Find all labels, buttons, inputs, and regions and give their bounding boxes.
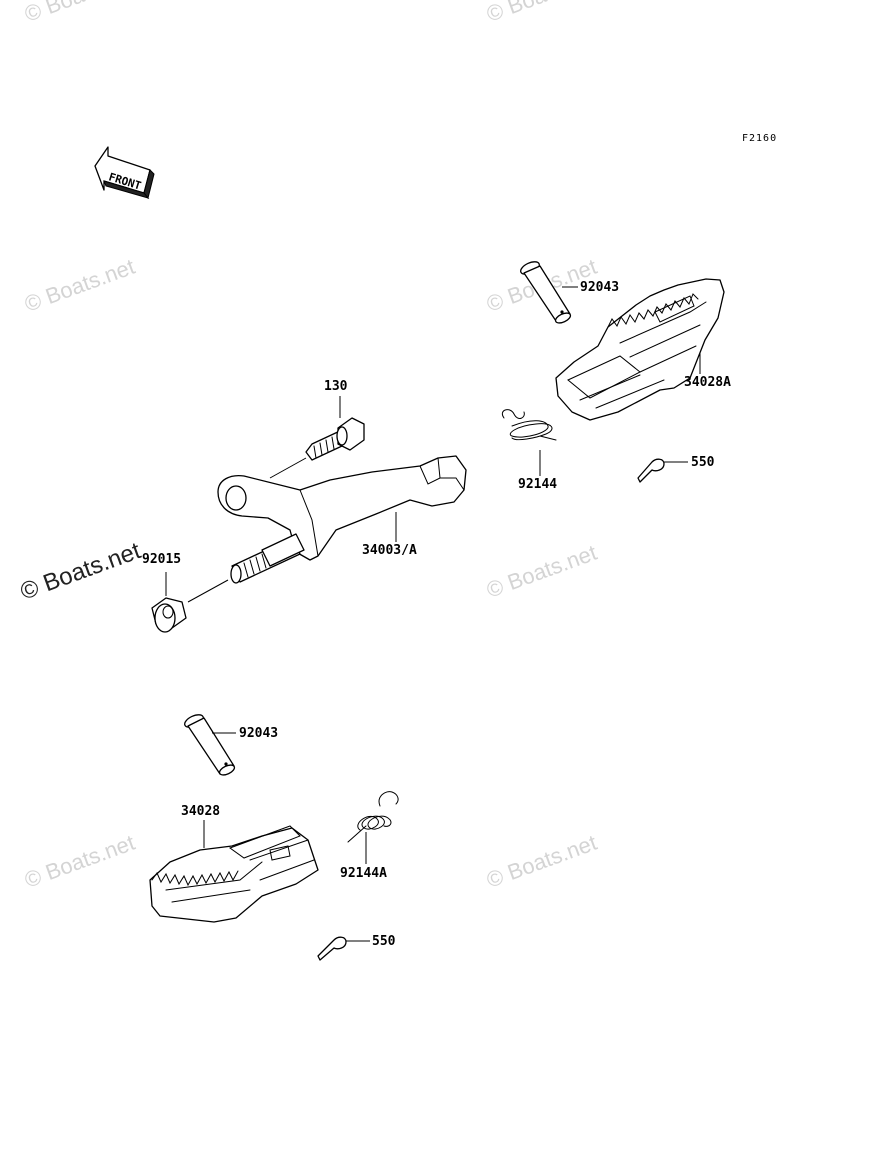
clevis-pin-right: [520, 261, 572, 324]
flange-bolt: [305, 417, 365, 461]
watermark: © Boats.net: [483, 830, 600, 893]
callout-pin-right: 92043: [580, 280, 619, 295]
watermark: © Boats.net: [483, 540, 600, 603]
spring-right: [501, 409, 557, 441]
cotter-pin-left: [317, 936, 347, 961]
watermark: © Boats.net: [21, 0, 138, 27]
callout-nut: 92015: [142, 552, 181, 567]
pivot-shaft: [230, 533, 305, 584]
callout-footpeg-left: 34028: [181, 804, 220, 819]
spring-left: [347, 791, 399, 843]
watermark-dark: © Boats.net: [17, 537, 145, 605]
flange-nut: [151, 597, 187, 633]
callout-pin-left: 92043: [239, 726, 278, 741]
watermarks: © Boats.net © Boats.net © Boats.net © Bo…: [17, 0, 600, 893]
callout-spring-left: 92144A: [340, 866, 387, 881]
footpeg-right: [555, 278, 725, 421]
footpeg-left: [149, 825, 319, 923]
watermark: © Boats.net: [483, 0, 600, 27]
callout-footpeg-right: 34028A: [684, 375, 731, 390]
front-arrow-icon: FRONT: [94, 146, 155, 200]
footpeg-bracket: [217, 455, 467, 561]
watermark: © Boats.net: [21, 830, 138, 893]
callout-bolt: 130: [324, 379, 348, 394]
callout-cotter-right: 550: [691, 455, 715, 470]
callout-cotter-left: 550: [372, 934, 396, 949]
callout-bracket: 34003/A: [362, 543, 417, 558]
clevis-pin-left: [184, 714, 236, 776]
watermark: © Boats.net: [21, 254, 138, 317]
cotter-pin-right: [637, 458, 665, 483]
figure-code: F2160: [742, 133, 777, 144]
callout-spring-right: 92144: [518, 477, 557, 492]
